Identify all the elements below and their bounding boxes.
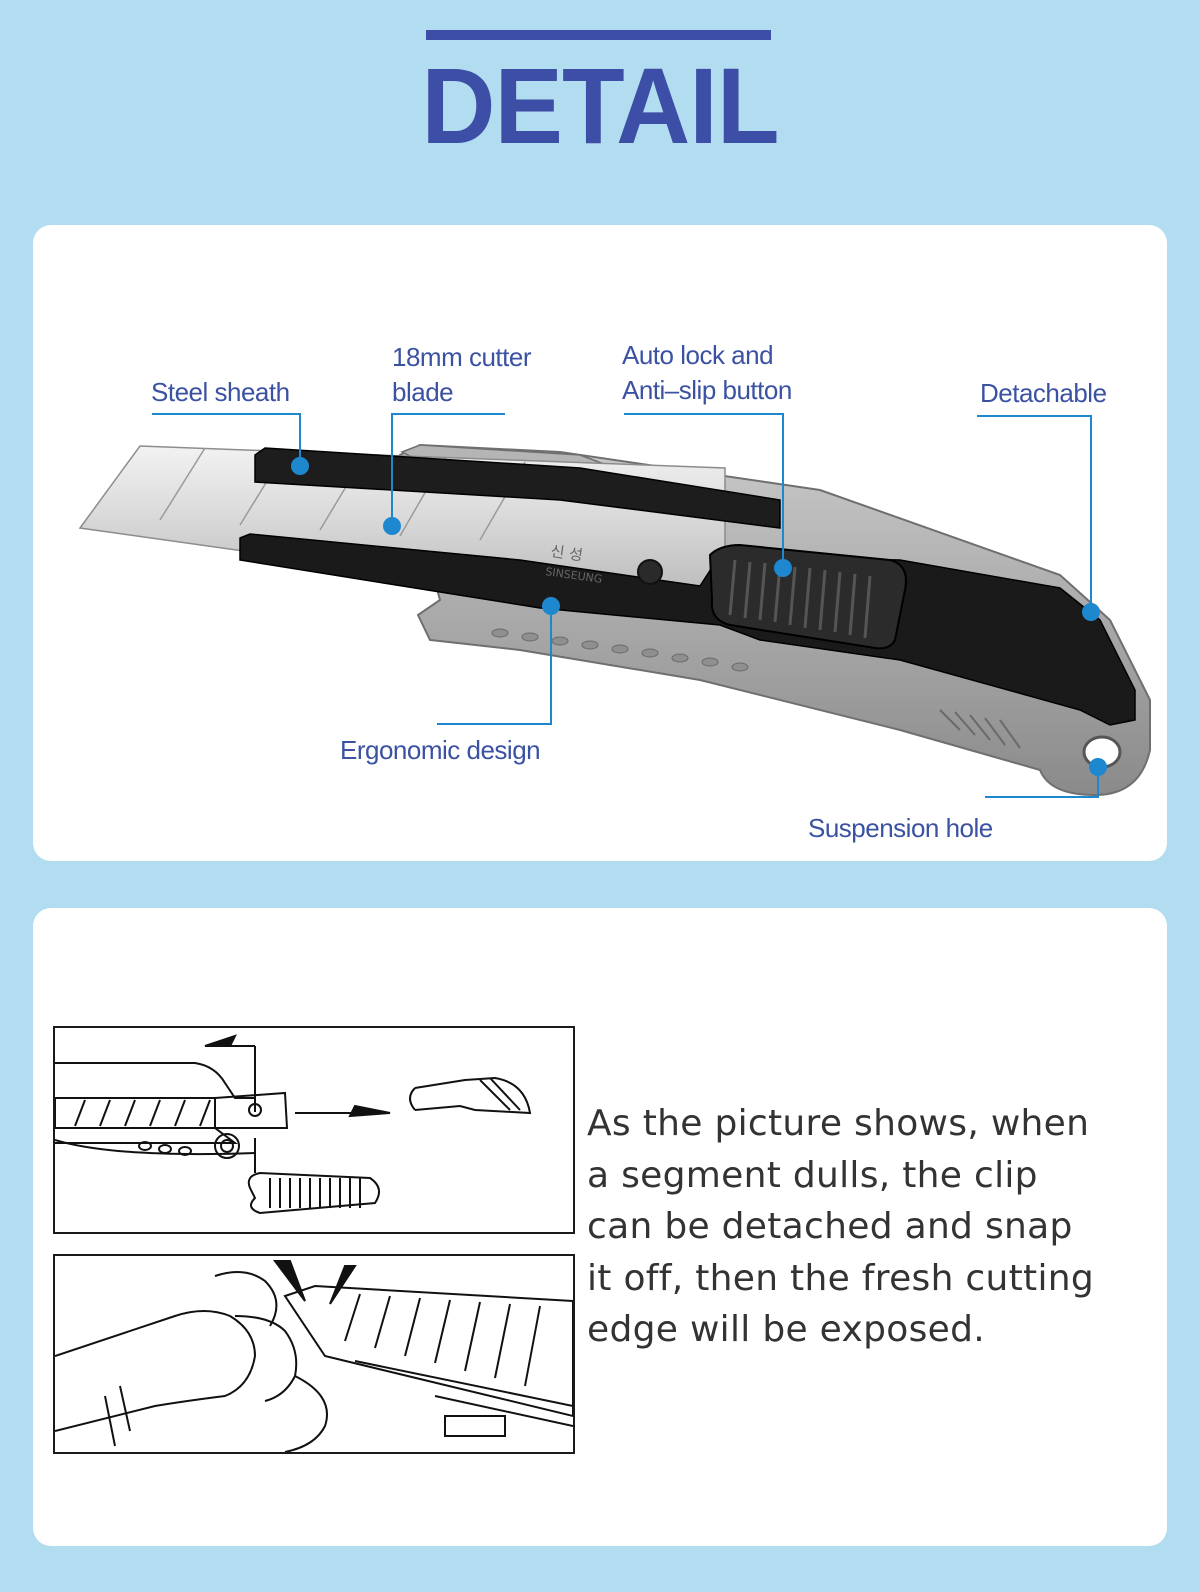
callout-ergonomic: Ergonomic design <box>340 735 541 765</box>
page-title: DETAIL <box>421 45 779 166</box>
instruction-line-4: it off, then the fresh cutting <box>587 1257 1095 1299</box>
callout-dot-detachable <box>1082 603 1100 621</box>
instruction-text: As the picture shows, when a segment dul… <box>587 1098 1167 1356</box>
blade-screw <box>637 559 663 585</box>
callout-dot-ergonomic <box>542 597 560 615</box>
callout-autolock-line2: Anti–slip button <box>622 375 792 405</box>
callout-blade-line2: blade <box>392 377 454 407</box>
instruction-line-2: a segment dulls, the clip <box>587 1154 1038 1196</box>
callout-dot-sheath <box>291 457 309 475</box>
snap-blade-illustration <box>53 1254 575 1454</box>
instruction-line-1: As the picture shows, when <box>587 1103 1090 1144</box>
callout-detachable: Detachable <box>980 378 1107 408</box>
steel-sheath-upper <box>254 447 781 529</box>
callout-dot-suspension <box>1089 758 1107 776</box>
utility-knife-illustration: 신 성 SINSEUNG <box>78 413 1151 798</box>
callout-dot-blade <box>383 517 401 535</box>
title-accent-bar <box>426 30 771 40</box>
instruction-line-5: edge will be exposed. <box>587 1309 985 1350</box>
callout-suspension: Suspension hole <box>808 813 993 843</box>
steel-sheath-lower <box>239 533 1136 726</box>
callout-blade-line1: 18mm cutter <box>392 342 532 372</box>
detach-clip-illustration <box>53 1026 575 1234</box>
callout-dot-autolock <box>774 559 792 577</box>
instruction-line-3: can be detached and snap <box>587 1206 1073 1247</box>
blade-korean-marking: 신 성 <box>549 542 584 564</box>
callout-autolock-line1: Auto lock and <box>622 340 774 370</box>
callout-steel-sheath: Steel sheath <box>151 377 290 407</box>
